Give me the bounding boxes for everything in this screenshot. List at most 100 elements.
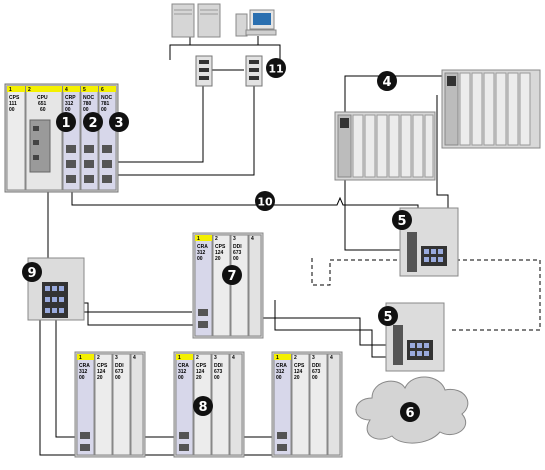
callout-9: 9: [22, 262, 42, 282]
callout-5-upper-label: 5: [397, 214, 406, 229]
callout-badges: 1 2 3 4 5 5 6 7: [22, 58, 420, 422]
remote-drop-3: 1 CRA 312 00 2 CPS 124 20 3 DDI 673 00 4: [271, 351, 343, 458]
callout-5-lower-label: 5: [383, 310, 392, 325]
drop-3-ddi-l3: 00: [312, 375, 318, 381]
drop-1-cps-l2: 124: [97, 369, 106, 375]
drop-2-empty: [229, 353, 243, 456]
cable-switch9-to-drop-top: [68, 289, 192, 313]
drop-top-cps-l3: 20: [215, 256, 221, 262]
drop-top-cra-l2: 312: [197, 250, 206, 256]
drop-1-cra-l2: 312: [79, 369, 88, 375]
drop-1-cps-l1: CPS: [97, 363, 108, 369]
module-noc780-num: 5: [83, 87, 86, 93]
remote-io-rack-right: [441, 69, 541, 149]
drop-2-cps-l3: 20: [196, 375, 202, 381]
drop-top-empty-num: 4: [251, 236, 254, 242]
drop-3-cps-l2: 124: [294, 369, 303, 375]
module-noc780-line3: 00: [83, 107, 89, 113]
cable-switch-left-to-noc780: [115, 85, 204, 163]
drop-1-empty-num: 4: [133, 355, 136, 361]
remote-io-rack-left: [334, 111, 436, 181]
callout-8: 8: [193, 396, 213, 416]
drop-top-empty: [248, 234, 262, 337]
drop-top-cps-num: 2: [215, 236, 218, 242]
callout-4: 4: [377, 71, 397, 91]
servers: [171, 3, 221, 38]
cable-servers-to-switches: [169, 44, 281, 60]
drop-3-ddi-l1: DDI: [312, 363, 321, 369]
callout-9-label: 9: [27, 266, 36, 281]
drop-3-cps-l1: CPS: [294, 363, 305, 369]
drop-2-empty-num: 4: [232, 355, 235, 361]
callout-11: 11: [266, 58, 286, 78]
remote-drop-top: 1 CRA 312 00 2 CPS 124 20 3 DDI 673 00 4: [192, 232, 264, 339]
callout-4-label: 4: [382, 75, 391, 90]
module-noc781-line2: 781: [101, 101, 110, 107]
drop-1-ddi: [112, 353, 131, 456]
drop-top-cra-num: 1: [197, 236, 200, 242]
callout-8-label: 8: [198, 400, 207, 415]
module-noc781-line3: 00: [101, 107, 107, 113]
module-cps-line2: 111: [9, 101, 17, 107]
drop-2-cps-num: 2: [196, 355, 199, 361]
module-cpu-num: 2: [28, 87, 31, 93]
workstation-pc: [235, 9, 277, 37]
callout-3-label: 3: [114, 116, 123, 131]
drop-2-cra-l1: CRA: [178, 363, 189, 369]
drop-1-cps: [94, 353, 113, 456]
drop-top-ddi: [230, 234, 249, 337]
drop-top-cra-l1: CRA: [197, 244, 208, 250]
callout-1-label: 1: [61, 116, 70, 131]
drop-3-ddi-num: 3: [312, 355, 315, 361]
server-2: [197, 3, 221, 38]
drop-1-cra-l1: CRA: [79, 363, 90, 369]
drop-3-cra-l3: 00: [276, 375, 282, 381]
drop-1-cra-l3: 00: [79, 375, 85, 381]
module-crp-line1: CRP: [65, 95, 76, 101]
module-cpu-line1: CPU: [37, 95, 48, 101]
callout-5-lower: 5: [378, 306, 398, 326]
control-switches: [195, 55, 263, 87]
drop-2-ddi-l1: DDI: [214, 363, 223, 369]
pc-tower: [235, 13, 248, 37]
remote-drop-1: 1 CRA 312 00 2 CPS 124 20 3 DDI 673 00 4: [74, 351, 146, 458]
callout-5-upper: 5: [392, 210, 412, 230]
drop-3-ddi: [309, 353, 328, 456]
drop-3-cps-num: 2: [294, 355, 297, 361]
drop-3-cra-l2: 312: [276, 369, 285, 375]
cable-drs5-return: [274, 300, 400, 358]
drop-3-ddi-l2: 673: [312, 369, 321, 375]
callout-3: 3: [109, 112, 129, 132]
drop-top-ddi-l2: 673: [233, 250, 242, 256]
drop-2-cra-l2: 312: [178, 369, 187, 375]
cable-switch-right-to-noc781: [115, 85, 255, 176]
drop-2-cra-num: 1: [178, 355, 181, 361]
callout-7-label: 7: [227, 269, 236, 284]
module-cps-line1: CPS: [9, 95, 20, 101]
callout-6-label: 6: [405, 406, 414, 421]
drop-1-ddi-num: 3: [115, 355, 118, 361]
callout-7: 7: [222, 265, 242, 285]
module-noc780-line1: NOC: [83, 95, 95, 101]
drop-1-cps-l3: 20: [97, 375, 103, 381]
callout-2: 2: [83, 112, 103, 132]
drop-3-empty-num: 4: [330, 355, 333, 361]
drop-2-ddi-num: 3: [214, 355, 217, 361]
module-cps-line3: 00: [9, 107, 15, 113]
drop-1-ddi-l3: 00: [115, 375, 121, 381]
drop-2-ddi-l3: 00: [214, 375, 220, 381]
drop-1-ddi-l2: 673: [115, 369, 124, 375]
cable-ring-left: [344, 180, 405, 251]
drop-2-ddi-l2: 673: [214, 369, 223, 375]
callout-2-label: 2: [88, 116, 97, 131]
drop-1-cra-num: 1: [79, 355, 82, 361]
drop-top-cra-l3: 00: [197, 256, 203, 262]
drop-3-cra-num: 1: [276, 355, 279, 361]
drop-top-cps-l1: CPS: [215, 244, 226, 250]
module-crp-line2: 312: [65, 101, 74, 107]
server-1: [171, 3, 195, 38]
cable-switch9-inner: [55, 318, 78, 438]
drop-1-empty: [130, 353, 144, 456]
drop-3-cra-l1: CRA: [276, 363, 287, 369]
